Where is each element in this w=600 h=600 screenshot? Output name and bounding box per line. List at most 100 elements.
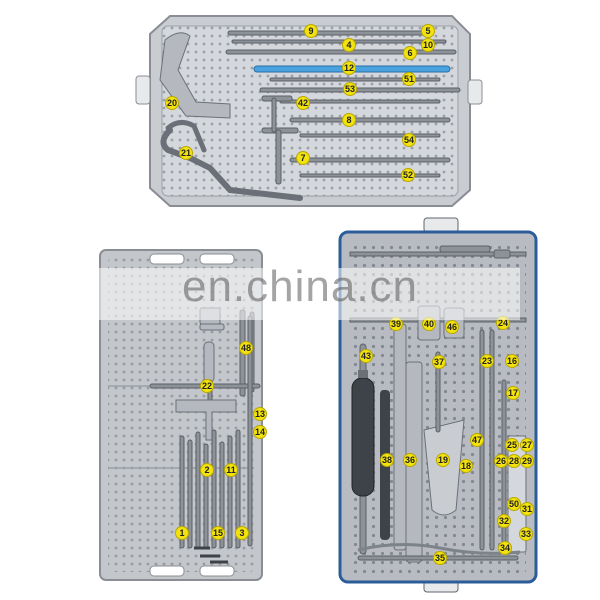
label-badge-text: 25 xyxy=(507,440,517,450)
label-badge: 27 xyxy=(520,438,534,452)
label-badge: 6 xyxy=(403,46,417,60)
label-badge: 4 xyxy=(342,38,356,52)
label-badge-text: 22 xyxy=(202,381,212,391)
label-badge: 13 xyxy=(253,407,267,421)
label-badge: 3 xyxy=(235,526,249,540)
label-badge-text: 16 xyxy=(507,356,517,366)
watermark: en.china.cn xyxy=(181,262,419,311)
label-badge-text: 6 xyxy=(407,48,412,58)
label-badge: 32 xyxy=(497,514,511,528)
label-badge-text: 53 xyxy=(345,84,355,94)
label-badge-text: 13 xyxy=(255,409,265,419)
label-badge-text: 50 xyxy=(509,499,519,509)
label-badge-text: 23 xyxy=(482,356,492,366)
label-badge: 11 xyxy=(224,463,238,477)
label-badge: 36 xyxy=(403,453,417,467)
label-badge-text: 5 xyxy=(425,26,430,36)
label-badge: 16 xyxy=(505,354,519,368)
label-badge-text: 39 xyxy=(391,319,401,329)
label-badge-text: 54 xyxy=(404,135,414,145)
label-badge: 8 xyxy=(342,113,356,127)
label-badge: 17 xyxy=(506,386,520,400)
label-badge: 20 xyxy=(165,96,179,110)
label-badge-text: 2 xyxy=(204,465,209,475)
label-badge: 2 xyxy=(200,463,214,477)
label-badge-text: 38 xyxy=(382,455,392,465)
top-tray xyxy=(135,15,483,207)
label-badge-text: 19 xyxy=(438,455,448,465)
label-badge: 22 xyxy=(200,379,214,393)
label-badge-text: 14 xyxy=(255,427,265,437)
label-badge: 7 xyxy=(296,151,310,165)
label-badge-text: 28 xyxy=(509,456,519,466)
label-badge-text: 52 xyxy=(403,170,413,180)
badges-bottom-right-tray: 39 40 46 24 43 37 23 16 17 47 25 27 26 2… xyxy=(359,316,534,565)
label-badge: 28 xyxy=(507,454,521,468)
label-badge-text: 33 xyxy=(521,529,531,539)
label-badge-text: 40 xyxy=(424,319,434,329)
label-badge: 29 xyxy=(520,454,534,468)
label-badge: 19 xyxy=(436,453,450,467)
label-badge-text: 47 xyxy=(472,435,482,445)
label-badge: 21 xyxy=(179,146,193,160)
label-badge-text: 48 xyxy=(241,343,251,353)
label-badge: 5 xyxy=(421,24,435,38)
label-badge: 31 xyxy=(520,502,534,516)
label-badge-text: 17 xyxy=(508,388,518,398)
label-badge-text: 20 xyxy=(167,98,177,108)
label-badge: 43 xyxy=(359,349,373,363)
label-badge: 46 xyxy=(445,320,459,334)
label-badge: 52 xyxy=(401,168,415,182)
watermark-band xyxy=(80,268,520,320)
label-badge-text: 29 xyxy=(522,456,532,466)
label-badge-text: 1 xyxy=(179,528,184,538)
label-badge: 10 xyxy=(421,38,435,52)
label-badge: 48 xyxy=(239,341,253,355)
label-badge-text: 9 xyxy=(308,26,313,36)
bottom-left-tray xyxy=(99,249,263,581)
label-badge: 25 xyxy=(505,438,519,452)
label-badge-text: 7 xyxy=(300,153,305,163)
label-badge-text: 15 xyxy=(213,528,223,538)
label-badge-text: 37 xyxy=(434,357,444,367)
label-badge: 9 xyxy=(304,24,318,38)
label-badge-text: 12 xyxy=(344,63,354,73)
label-badge: 14 xyxy=(253,425,267,439)
label-badge-text: 10 xyxy=(423,40,433,50)
label-badge-text: 32 xyxy=(499,516,509,526)
label-badge: 42 xyxy=(296,96,310,110)
label-badge: 26 xyxy=(494,454,508,468)
label-badge: 34 xyxy=(498,541,512,555)
label-badge-text: 35 xyxy=(435,553,445,563)
label-badge: 12 xyxy=(342,61,356,75)
label-badge-text: 26 xyxy=(496,456,506,466)
label-badge: 37 xyxy=(432,355,446,369)
badges-bottom-left-tray: 48 22 13 14 2 11 1 15 3 xyxy=(175,341,267,540)
label-badge: 54 xyxy=(402,133,416,147)
label-badge-text: 34 xyxy=(500,543,510,553)
label-badge: 53 xyxy=(343,82,357,96)
label-badge: 50 xyxy=(507,497,521,511)
label-badge-text: 21 xyxy=(181,148,191,158)
label-badge-text: 46 xyxy=(447,322,457,332)
label-badge-text: 43 xyxy=(361,351,371,361)
label-badge-text: 24 xyxy=(498,318,508,328)
label-badge-text: 8 xyxy=(346,115,351,125)
label-badge: 47 xyxy=(470,433,484,447)
label-badge-text: 31 xyxy=(522,504,532,514)
label-badge-text: 11 xyxy=(226,465,236,475)
label-badge: 18 xyxy=(459,459,473,473)
label-badge-text: 3 xyxy=(239,528,244,538)
badges-top-tray: 9 5 4 10 6 12 51 20 53 42 8 54 21 7 52 xyxy=(165,24,435,182)
label-badge-text: 51 xyxy=(404,74,414,84)
label-badge: 35 xyxy=(433,551,447,565)
label-badge: 1 xyxy=(175,526,189,540)
label-badge: 33 xyxy=(519,527,533,541)
label-badge-text: 18 xyxy=(461,461,471,471)
label-badge: 15 xyxy=(211,526,225,540)
label-badge-text: 4 xyxy=(346,40,351,50)
label-badge: 51 xyxy=(402,72,416,86)
label-badge-text: 36 xyxy=(405,455,415,465)
label-badge-text: 42 xyxy=(298,98,308,108)
label-badge: 38 xyxy=(380,453,394,467)
